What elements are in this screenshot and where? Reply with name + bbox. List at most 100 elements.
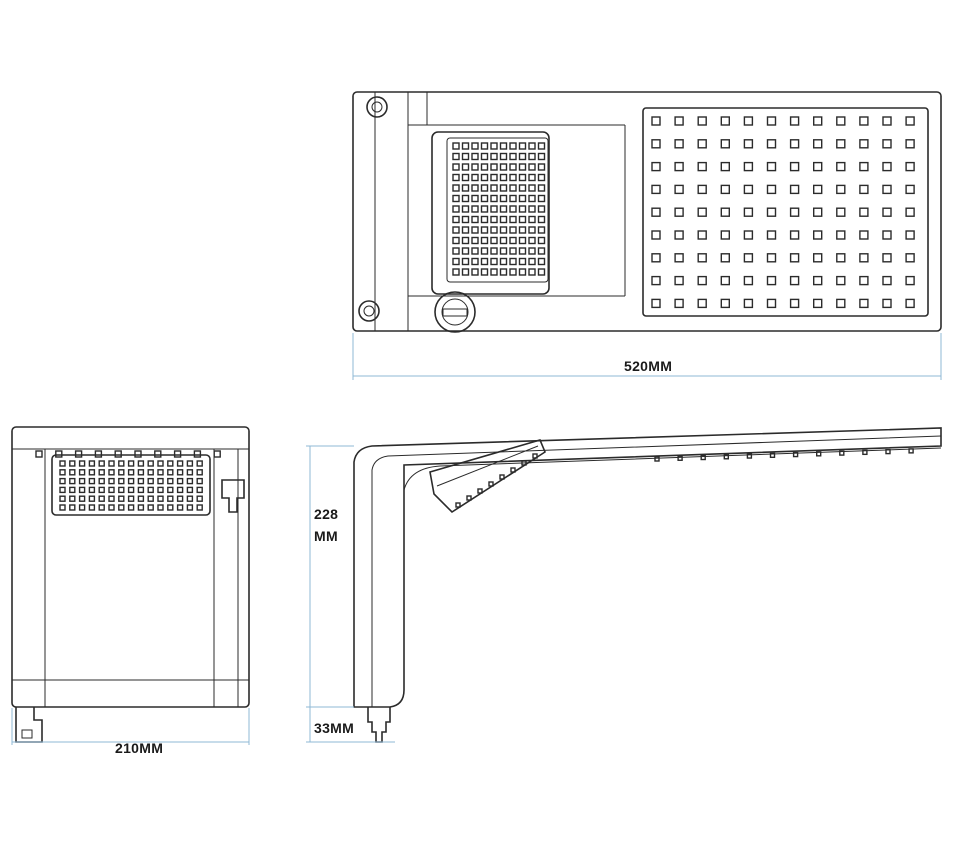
hand-nozzle (471, 236, 479, 245)
front-grid-nozzle (69, 477, 76, 485)
rain-nozzle (697, 207, 707, 217)
hand-nozzle (452, 236, 460, 245)
hand-nozzle (461, 236, 470, 245)
top-view (352, 91, 942, 380)
width-dimension-line (11, 708, 250, 745)
rain-nozzle (813, 298, 823, 309)
hand-nozzle (537, 152, 546, 161)
hand-nozzle (528, 257, 536, 266)
side-rain-nozzle (908, 448, 914, 454)
hand-nozzle (461, 268, 470, 276)
rain-nozzle (697, 230, 707, 240)
hand-nozzle (528, 173, 536, 182)
hand-nozzle (461, 173, 470, 182)
hand-nozzle (537, 173, 546, 182)
rain-nozzle (720, 275, 730, 286)
rain-nozzle (766, 116, 777, 126)
rain-nozzle (766, 253, 777, 263)
front-grid-nozzle (98, 504, 105, 511)
hand-nozzle (537, 226, 546, 234)
front-bottom-pipe (15, 707, 43, 743)
hand-nozzle (490, 247, 498, 255)
hand-nozzle (461, 205, 470, 213)
rain-nozzle (766, 139, 777, 149)
rain-nozzle (836, 298, 846, 309)
hand-nozzle (509, 152, 517, 161)
rain-nozzle (836, 207, 846, 217)
rain-nozzle (674, 230, 684, 240)
rain-nozzle (743, 298, 754, 309)
front-grid-nozzle (69, 469, 76, 476)
hand-nozzle (471, 247, 479, 255)
hand-nozzle (528, 268, 536, 276)
hand-nozzle (528, 184, 536, 192)
side-hand-nozzle (488, 481, 494, 487)
rain-nozzle (743, 184, 754, 195)
side-rain-nozzle (816, 451, 822, 457)
rain-nozzle (859, 275, 869, 286)
hand-nozzle (452, 142, 460, 150)
front-grid-nozzle (78, 477, 86, 485)
rain-nozzle (789, 298, 800, 309)
front-grid-nozzle (59, 460, 66, 467)
hand-nozzle (518, 152, 527, 161)
hand-shower-plate (431, 131, 550, 295)
rain-nozzle (651, 253, 661, 263)
rain-nozzle (697, 184, 707, 195)
front-grid-nozzle (127, 460, 135, 467)
front-grid-nozzle (108, 486, 115, 494)
side-rain-nozzle (700, 454, 706, 461)
hand-nozzle (452, 184, 460, 192)
hand-nozzle (518, 215, 527, 224)
rain-nozzle (882, 230, 892, 240)
rain-nozzle (836, 275, 846, 286)
hand-nozzle (461, 194, 470, 203)
hand-nozzle (528, 226, 536, 234)
rain-nozzle (905, 139, 915, 149)
rain-nozzle (882, 184, 892, 195)
hand-nozzle (509, 268, 517, 276)
rain-nozzle (651, 139, 661, 149)
rain-nozzle (905, 298, 915, 309)
hand-nozzle (537, 215, 546, 224)
hand-nozzle (471, 194, 479, 203)
rain-nozzle (859, 230, 869, 240)
hand-nozzle (537, 194, 546, 203)
front-grid-nozzle (186, 477, 194, 485)
side-hand-nozzles (455, 453, 538, 508)
hand-nozzle (480, 215, 489, 224)
hand-nozzle (471, 184, 479, 192)
hand-nozzle (452, 226, 460, 234)
rain-nozzle (720, 161, 730, 172)
rain-nozzle (836, 139, 846, 149)
rain-nozzle (651, 184, 661, 195)
hand-nozzle (537, 142, 546, 150)
side-hand-nozzle (477, 488, 483, 494)
rain-nozzle (766, 298, 777, 309)
rain-nozzle (813, 275, 823, 286)
rain-nozzle (766, 184, 777, 195)
rain-nozzle (674, 253, 684, 263)
front-grid-nozzle (108, 469, 115, 476)
front-grid-nozzle (98, 486, 105, 494)
hand-nozzle (452, 215, 460, 224)
rain-nozzle (789, 139, 800, 149)
rain-nozzle (720, 207, 730, 217)
hand-nozzle (509, 247, 517, 255)
hand-nozzle (509, 173, 517, 182)
rain-nozzle (674, 116, 684, 126)
front-grid-nozzle (69, 504, 76, 511)
front-grid-nozzle (176, 504, 184, 511)
hand-nozzle (480, 236, 489, 245)
rain-nozzle (859, 116, 869, 126)
hand-nozzle (518, 268, 527, 276)
hand-nozzle (509, 226, 517, 234)
hand-nozzle (528, 205, 536, 213)
hand-nozzle (452, 194, 460, 203)
front-grid-nozzle (59, 469, 66, 476)
side-view (306, 427, 942, 743)
front-grid-nozzle (108, 504, 115, 511)
front-grid-nozzle (196, 469, 203, 476)
rain-nozzle (697, 298, 707, 309)
hand-nozzle (537, 247, 546, 255)
